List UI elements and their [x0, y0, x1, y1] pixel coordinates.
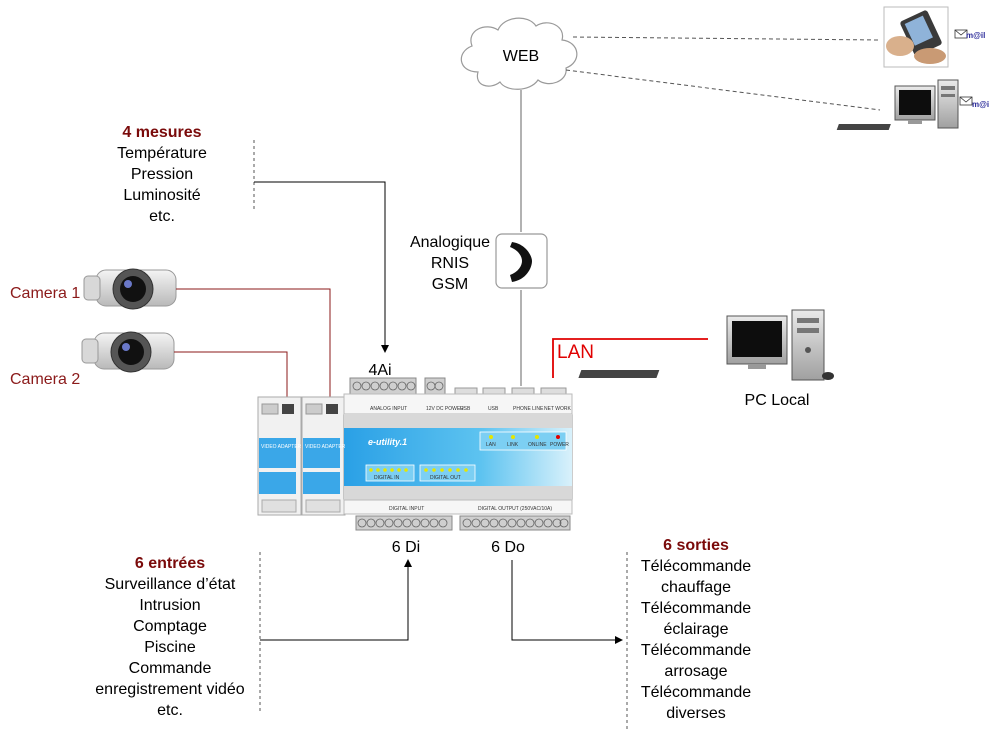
mesures-item: Température — [117, 145, 207, 162]
email-label-top: m@il — [966, 31, 986, 40]
remote-pc-icon — [836, 79, 959, 130]
web-cloud-icon — [460, 17, 578, 90]
mesures-item: Pression — [130, 166, 194, 183]
camera-1-label: Camera 1 — [10, 285, 81, 302]
entrees-item: Comptage — [133, 618, 207, 635]
digital-output-label: DIGITAL OUTPUT (250VAC/10A) — [478, 506, 552, 512]
mesures-item: etc. — [149, 208, 175, 225]
pda-icon — [883, 6, 949, 68]
lan-wire — [552, 338, 708, 378]
entrees-item: Commande — [128, 660, 212, 677]
sorties-item: Télécommande — [640, 684, 752, 701]
entrees-arrow — [260, 559, 412, 641]
sorties-item: Télécommande — [640, 642, 752, 659]
lan-label: LAN — [557, 342, 594, 363]
led-lan-label: LAN — [486, 442, 496, 448]
camera-2-wire — [174, 351, 288, 397]
sorties-item: Télécommande — [640, 558, 752, 575]
entrees-item: Piscine — [144, 639, 196, 656]
sorties-arrow — [511, 560, 623, 644]
phone-line-type: Analogique — [409, 234, 491, 251]
entrees-item: Surveillance d’état — [104, 576, 236, 593]
di-label: 6 Di — [391, 539, 421, 556]
device-port-label-usb1: USB — [460, 406, 471, 412]
device-port-label-phone: PHONE LINE — [513, 406, 544, 412]
local-pc-icon — [578, 309, 834, 381]
phone-line-type: GSM — [431, 276, 469, 293]
video-adapter-1-label: VIDEO ADAPTER — [261, 444, 302, 450]
entrees-block: 6 entrées Surveillance d’état Intrusion … — [78, 553, 262, 721]
pc-local-label: PC Local — [744, 392, 810, 409]
cloud-to-remote-pc-link — [565, 69, 881, 111]
video-adapter-2 — [301, 396, 346, 516]
sorties-item: chauffage — [661, 579, 731, 596]
ai-label: 4Ai — [368, 362, 392, 379]
entrees-item: enregistrement vidéo — [95, 681, 245, 698]
entrees-item: etc. — [157, 702, 183, 719]
sorties-item: Télécommande — [640, 600, 752, 617]
sorties-item: arrosage — [664, 663, 728, 680]
email-envelope-icon — [954, 29, 968, 39]
sorties-block: 6 sorties Télécommande chauffage Télécom… — [630, 535, 762, 724]
sorties-item: éclairage — [663, 621, 729, 638]
sorties-item: diverses — [666, 705, 726, 722]
sorties-title: 6 sorties — [663, 537, 729, 554]
digital-out-panel-label: DIGITAL OUT — [430, 475, 461, 481]
digital-input-label: DIGITAL INPUT — [389, 506, 424, 512]
mesures-item: Luminosité — [123, 187, 201, 204]
video-adapter-2-label: VIDEO ADAPTER — [305, 444, 346, 450]
mesures-title: 4 mesures — [122, 124, 202, 141]
mesures-block: 4 mesures Température Pression Luminosit… — [92, 122, 232, 227]
email-label-bottom: m@i — [972, 100, 990, 109]
e-utility-device: ANALOG INPUT 12V DC POWER USB USB PHONE … — [261, 377, 573, 531]
device-port-label-usb2: USB — [488, 406, 499, 412]
entrees-title: 6 entrées — [134, 555, 206, 572]
device-port-label-analog: ANALOG INPUT — [370, 406, 407, 412]
do-label: 6 Do — [491, 539, 525, 556]
mesures-arrow — [254, 181, 389, 353]
camera-2-label: Camera 2 — [10, 371, 81, 388]
camera-1-wire — [176, 288, 331, 397]
led-power-label: POWER — [550, 442, 569, 448]
phone-line-type: RNIS — [430, 255, 470, 272]
cloud-to-pda-link — [572, 36, 881, 41]
device-brand: e-utility.1 — [368, 437, 407, 447]
led-online-label: ONLINE — [528, 442, 547, 448]
camera-2-icon — [81, 331, 175, 373]
web-label: WEB — [502, 48, 540, 65]
video-adapter-1 — [257, 396, 302, 516]
entrees-item: Intrusion — [139, 597, 201, 614]
led-link-label: LINK — [507, 442, 519, 448]
digital-in-panel-label: DIGITAL IN — [374, 475, 400, 481]
device-port-label-power: 12V DC POWER — [426, 406, 464, 412]
telephone-icon — [495, 233, 548, 289]
email-envelope-icon-2 — [959, 96, 973, 106]
phone-line-types: Analogique RNIS GSM — [402, 232, 498, 295]
device-port-label-net: NET WORK — [544, 406, 572, 412]
camera-1-icon — [83, 268, 177, 310]
